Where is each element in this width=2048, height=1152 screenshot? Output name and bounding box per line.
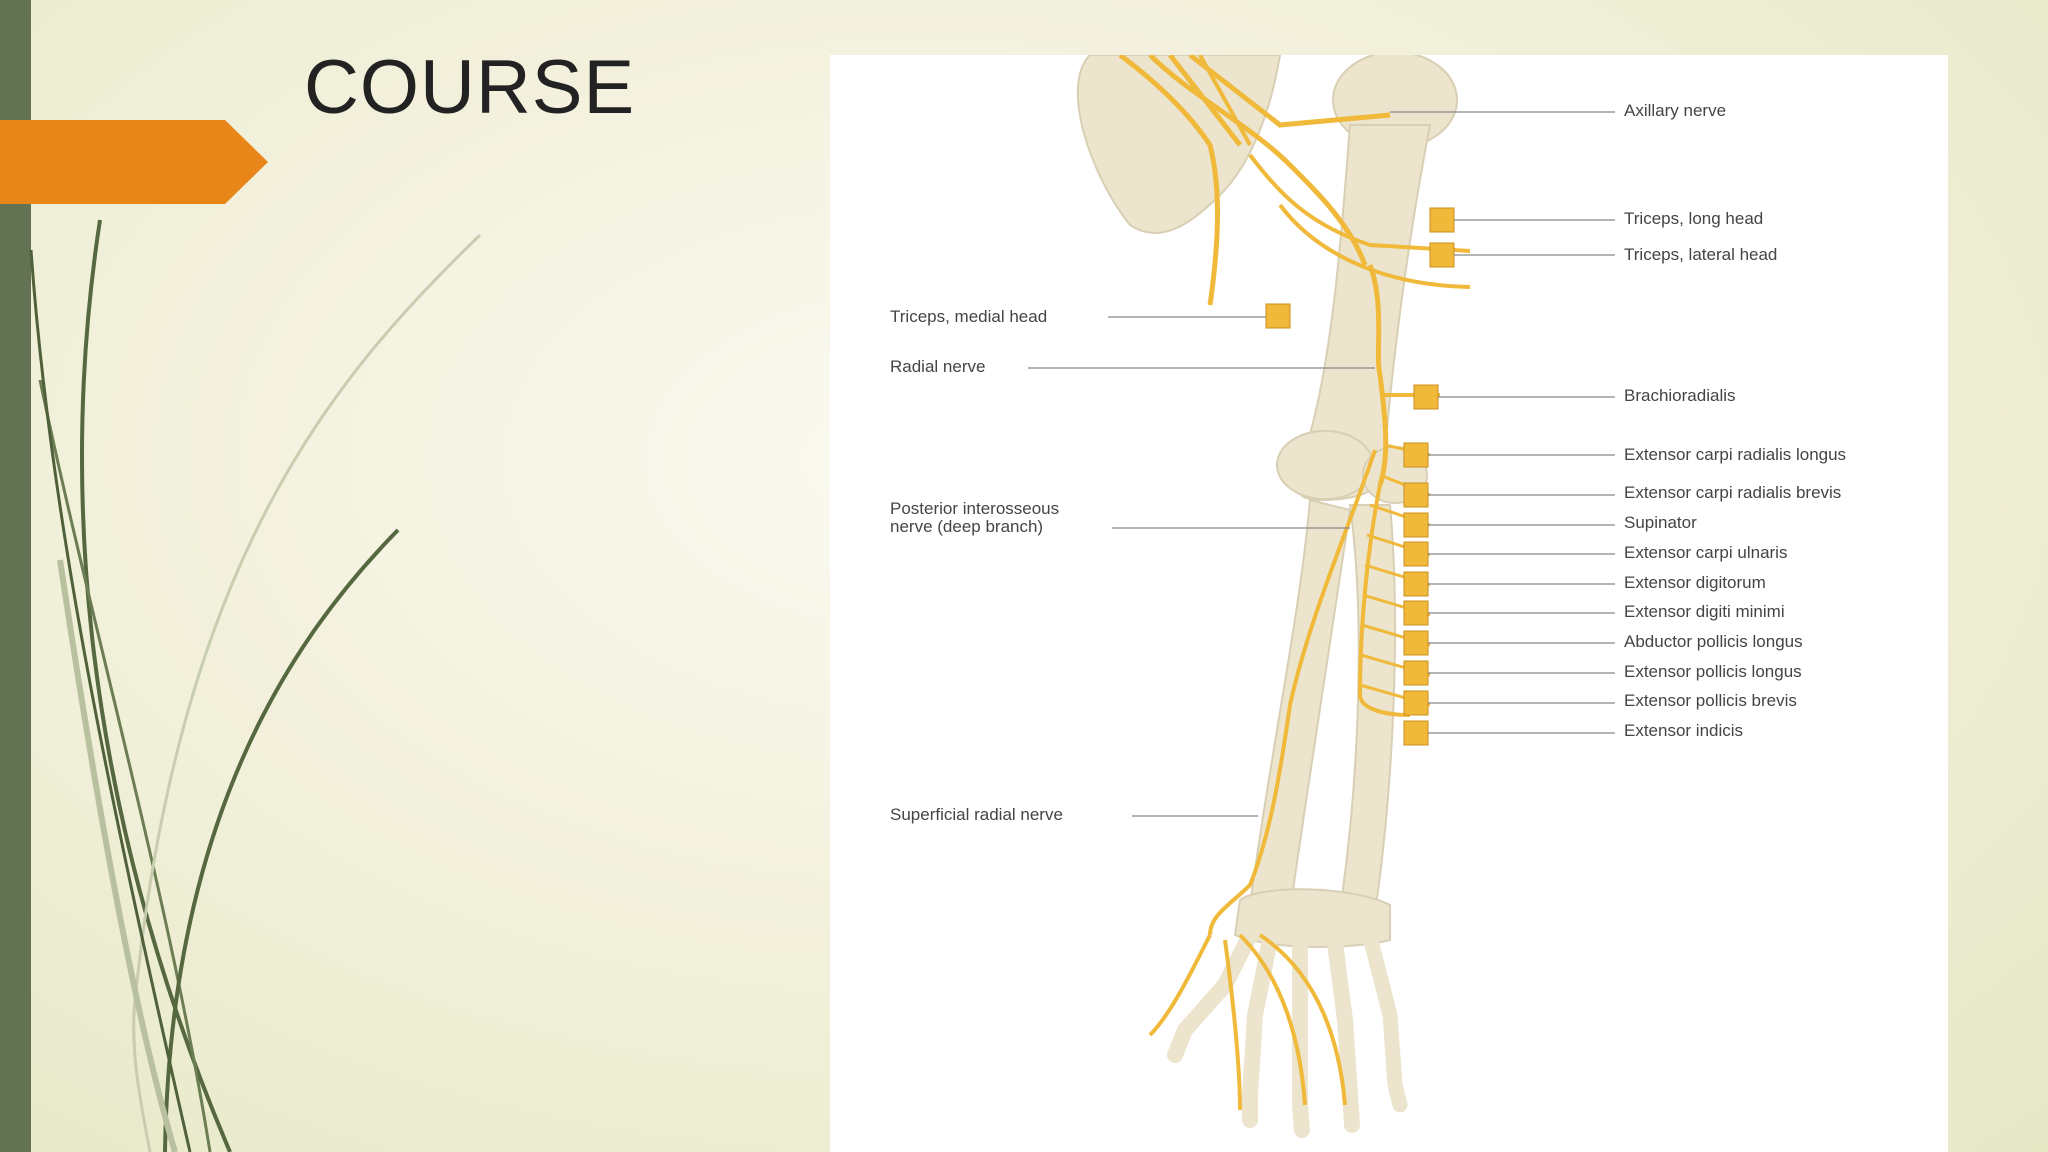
- label-axillary-nerve: Axillary nerve: [1624, 101, 1727, 120]
- label-abductor-pollicis-longus: Abductor pollicis longus: [1624, 632, 1803, 651]
- title-arrow-shape: [0, 120, 268, 204]
- label-triceps-lateral-head: Triceps, lateral head: [1624, 245, 1778, 264]
- label-supinator: Supinator: [1624, 513, 1697, 532]
- decorative-leaves: [29, 219, 482, 1152]
- label-extensor-indicis: Extensor indicis: [1624, 721, 1744, 740]
- slide-title: COURSE: [304, 45, 636, 130]
- label-superficial-radial-nerve: Superficial radial nerve: [890, 805, 1063, 824]
- label-extensor-digitorum: Extensor digitorum: [1624, 573, 1766, 592]
- arm-illustration: [1028, 55, 1615, 1138]
- label-ecr-brevis: Extensor carpi radialis brevis: [1624, 483, 1842, 502]
- label-radial-nerve: Radial nerve: [890, 357, 986, 376]
- label-posterior-interosseous-line1: Posterior interosseous: [890, 499, 1060, 518]
- label-ecr-longus: Extensor carpi radialis longus: [1624, 445, 1847, 464]
- label-extensor-digiti-minimi: Extensor digiti minimi: [1624, 602, 1785, 621]
- label-triceps-long-head: Triceps, long head: [1624, 209, 1764, 228]
- label-brachioradialis: Brachioradialis: [1624, 386, 1736, 405]
- label-extensor-carpi-ulnaris: Extensor carpi ulnaris: [1624, 543, 1788, 562]
- label-triceps-medial-head: Triceps, medial head: [890, 307, 1048, 326]
- radial-nerve-diagram: Axillary nerve Triceps, long head Tricep…: [830, 55, 1948, 1152]
- label-extensor-pollicis-longus: Extensor pollicis longus: [1624, 662, 1802, 681]
- label-extensor-pollicis-brevis: Extensor pollicis brevis: [1624, 691, 1797, 710]
- label-posterior-interosseous-line2: nerve (deep branch): [890, 517, 1044, 536]
